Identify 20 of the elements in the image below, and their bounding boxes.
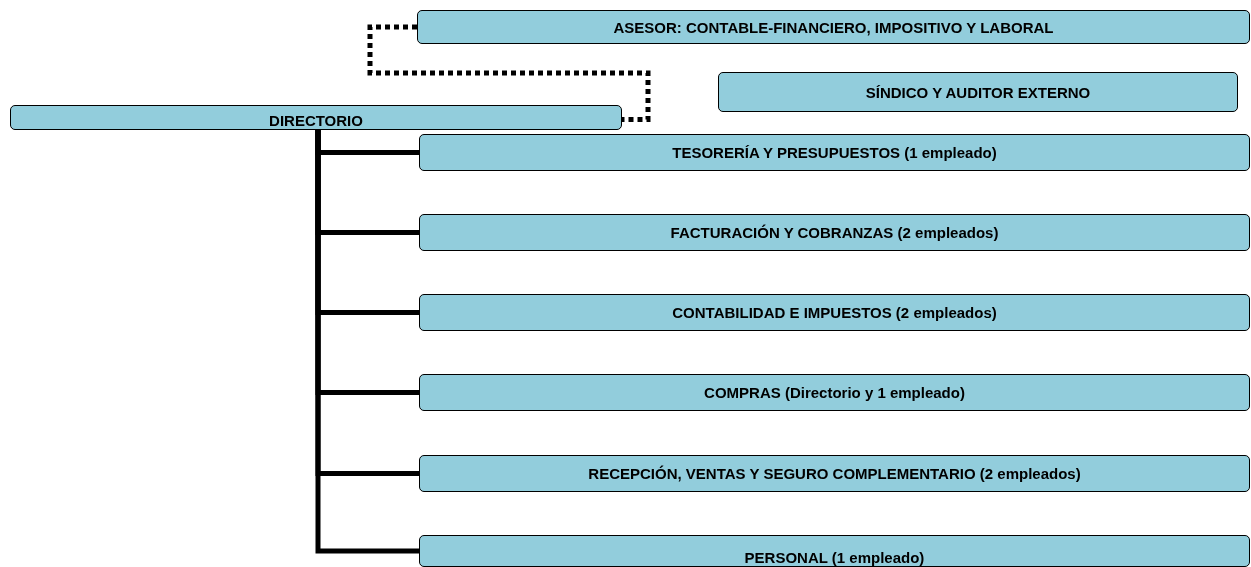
org-box [419,455,1250,492]
box-label: SÍNDICO Y AUDITOR EXTERNO [865,83,1091,101]
connector-line [315,130,419,554]
box-label: PERSONAL (1 empleado) [744,549,925,566]
box-label: RECEPCIÓN, VENTAS Y SEGURO COMPLEMENTARIO (2 empleados) [588,465,1081,482]
org-box [718,72,1238,112]
dotted-connector [367,24,651,122]
box-label: ASESOR: CONTABLE-FINANCIERO, IMPOSITIVO Y LABORAL [613,18,1054,36]
box-label: COMPRAS (Directorio y 1 empleado) [704,384,965,401]
org-box [419,294,1250,331]
org-box [419,134,1250,171]
box-label: FACTURACIÓN Y COBRANZAS (2 empleados) [670,224,999,241]
box-label: TESORERÍA Y PRESUPUESTOS (1 empleado) [672,144,997,161]
org-box [419,535,1250,567]
org-box [419,374,1250,411]
org-box [419,214,1250,251]
org-box [417,10,1250,44]
box-label: CONTABILIDAD E IMPUESTOS (2 empleados) [672,304,997,321]
box-label: DIRECTORIO [269,112,363,129]
org-box [10,105,622,130]
